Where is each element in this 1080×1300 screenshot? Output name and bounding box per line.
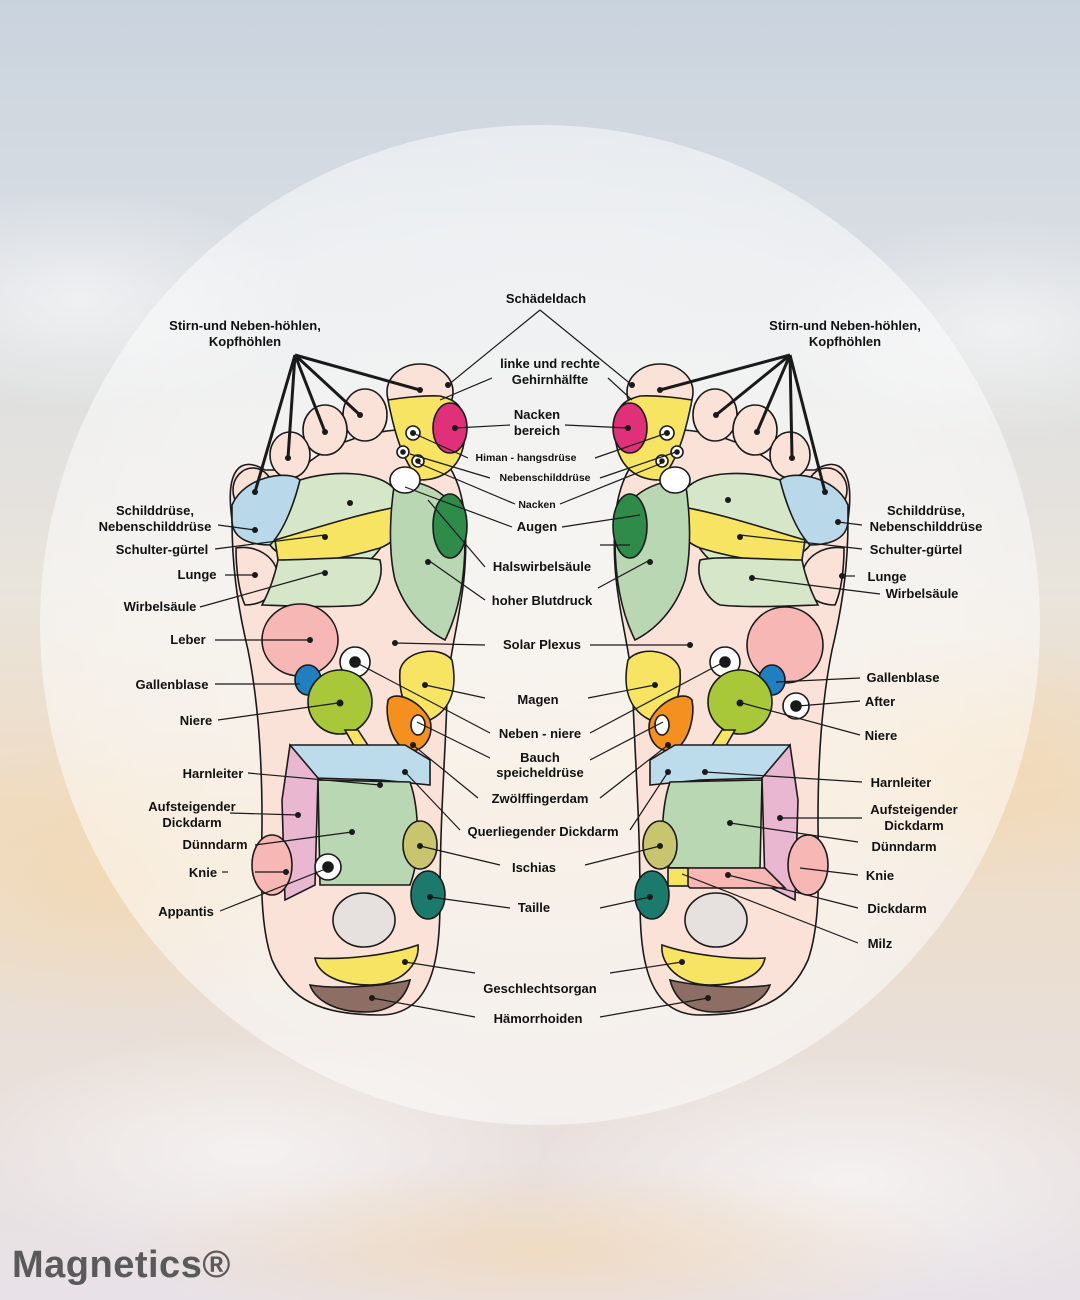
label-kidney-right: Niere [865, 728, 898, 743]
leader-dots [252, 382, 845, 1001]
leader-lines [199, 309, 881, 1018]
label-shoulder-right: Schulter-gürtel [870, 542, 962, 557]
label-kidney-left: Niere [180, 713, 213, 728]
right-liver-zone [746, 606, 824, 684]
left-pancreas-zone [386, 695, 432, 752]
label-small-intestine-right: Dünndarm [872, 839, 937, 854]
label-ascending-right-2: Dickdarm [884, 818, 943, 833]
left-lung-green [260, 556, 382, 608]
right-small-intestine [661, 779, 763, 869]
label-ascending-right-1: Aufsteigender [870, 802, 957, 817]
label-colon-right: Dickdarm [867, 901, 926, 916]
left-neck-zone [432, 402, 468, 454]
labels: Schädeldach Stirn-und Neben-höhlen, Kopf… [99, 291, 983, 1026]
label-solar-plexus: Solar Plexus [503, 637, 581, 652]
label-neck-area-2: bereich [514, 423, 560, 438]
label-spleen: Milz [868, 936, 893, 951]
label-lung-right: Lunge [868, 569, 907, 584]
left-hemorrhoid-zone [308, 978, 412, 1013]
label-gallbladder-right: Gallenblase [867, 670, 940, 685]
right-lung-green [698, 556, 820, 608]
label-gallbladder-left: Gallenblase [136, 677, 209, 692]
label-lung-left: Lunge [178, 567, 217, 582]
label-liver: Leber [170, 632, 205, 647]
label-transverse-colon: Querliegender Dickdarm [468, 824, 619, 839]
label-duodenum: Zwölffingerdam [492, 791, 589, 806]
label-genitals: Geschlechtsorgan [483, 981, 596, 996]
label-brain-2: Gehirnhälfte [512, 372, 589, 387]
label-stomach: Magen [517, 692, 558, 707]
right-genital-zone [661, 943, 766, 986]
right-hemorrhoid-zone [668, 978, 772, 1013]
label-brain-1: linke und rechte [500, 356, 600, 371]
label-parathyroid: Nebenschilddrüse [499, 472, 590, 484]
label-ascending-left-2: Dickdarm [162, 815, 221, 830]
label-ureter-right: Harnleiter [871, 775, 932, 790]
label-hemorrhoids: Hämorrhoiden [494, 1011, 583, 1026]
label-thyroid-left-1: Schilddrüse, [116, 503, 194, 518]
label-appendix: Appantis [158, 904, 214, 919]
label-sinus-left-1: Stirn-und Neben-höhlen, [169, 318, 321, 333]
label-eyes: Augen [517, 519, 558, 534]
label-shoulder-left: Schulter-gürtel [116, 542, 208, 557]
right-spleen-zone [667, 867, 689, 887]
right-knee-zone [787, 834, 829, 896]
label-neck-area-1: Nacken [514, 407, 560, 422]
label-pancreas-2: speicheldrüse [496, 765, 583, 780]
left-foot [229, 363, 468, 1016]
label-spine-right: Wirbelsäule [886, 586, 959, 601]
label-small-intestine-left: Dünndarm [183, 837, 248, 852]
left-toe-2 [342, 388, 388, 442]
label-sciatic: Ischias [512, 860, 556, 875]
label-ascending-left-1: Aufsteigender [148, 799, 235, 814]
label-sinus-right-2: Kopfhöhlen [809, 334, 881, 349]
label-adrenal: Neben - niere [499, 726, 581, 741]
right-toe-4 [769, 431, 811, 479]
label-knee-right: Knie [866, 868, 894, 883]
left-knee-zone [251, 834, 293, 896]
right-eye-zone [612, 493, 648, 559]
right-heel-oval [684, 892, 748, 948]
label-skull-top: Schädeldach [506, 291, 586, 306]
right-pancreas-zone [648, 695, 694, 752]
label-ureter-left: Harnleiter [183, 766, 244, 781]
label-cervical: Halswirbelsäule [493, 559, 591, 574]
label-blood-pressure: hoher Blutdruck [492, 593, 593, 608]
label-pancreas-1: Bauch [520, 750, 560, 765]
label-knee-left: Knie [189, 865, 217, 880]
backdrop-circle [40, 125, 1040, 1125]
label-sinus-left-2: Kopfhöhlen [209, 334, 281, 349]
left-genital-zone [314, 943, 419, 986]
label-thyroid-left-2: Nebenschilddrüse [99, 519, 212, 534]
label-waist: Taille [518, 900, 550, 915]
label-sinus-right-1: Stirn-und Neben-höhlen, [769, 318, 921, 333]
label-neck: Nacken [518, 499, 555, 511]
label-anus: After [865, 694, 895, 709]
left-heel-oval [332, 892, 396, 948]
label-thyroid-right-2: Nebenschilddrüse [870, 519, 983, 534]
label-thyroid-right-1: Schilddrüse, [887, 503, 965, 518]
label-pituitary: Himan - hangsdrüse [476, 452, 577, 464]
brand-logo-text: Magnetics® [12, 1244, 231, 1286]
label-spine-left: Wirbelsäule [124, 599, 197, 614]
